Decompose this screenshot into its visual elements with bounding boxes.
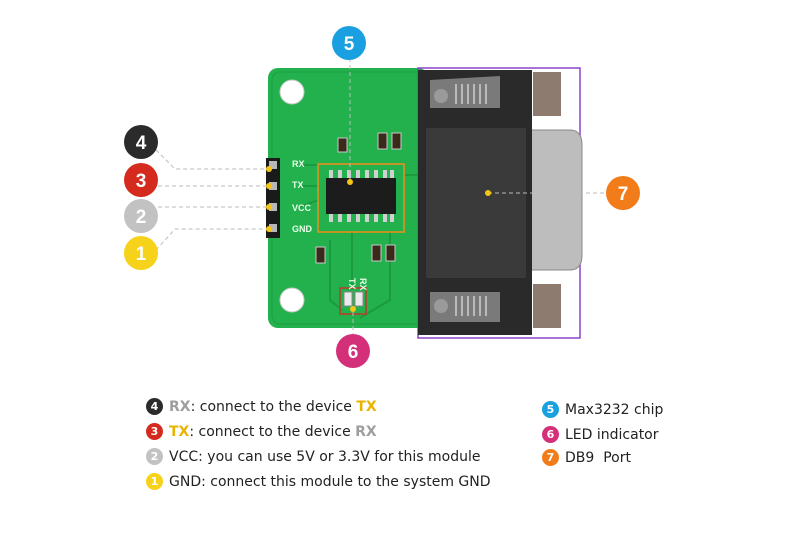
led-label-rx: RX — [358, 278, 368, 291]
callout-7 — [606, 176, 640, 210]
legend-row-vcc: 2 VCC: you can use 5V or 3.3V for this m… — [146, 448, 480, 465]
pin-header — [266, 158, 280, 238]
legend-rx-target: TX — [356, 398, 377, 415]
legend-num-3: 3 — [146, 423, 163, 440]
callout-4 — [124, 125, 158, 159]
leader-lines — [155, 58, 606, 336]
pin-label-gnd: GND — [292, 224, 313, 234]
smd-components — [315, 132, 402, 264]
callout-3 — [124, 163, 158, 197]
legend-gnd-text: GND: connect this module to the system G… — [169, 473, 491, 490]
legend-row-chip: 5 Max3232 chip — [542, 401, 663, 418]
legend-row-rx: 4 RX: connect to the device TX — [146, 398, 377, 415]
legend-rx-text: : connect to the device — [190, 398, 357, 415]
callout-6-label: 6 — [348, 342, 359, 363]
pin-label-rx: RX — [292, 159, 305, 169]
callout-5-label: 5 — [344, 34, 355, 55]
legend-num-1: 1 — [146, 473, 163, 490]
callout-2 — [124, 199, 158, 233]
pin-label-tx: TX — [292, 180, 304, 190]
legend-row-tx: 3 TX: connect to the device RX — [146, 423, 377, 440]
legend-row-gnd: 1 GND: connect this module to the system… — [146, 473, 491, 490]
legend-vcc-text: VCC: you can use 5V or 3.3V for this mod… — [169, 448, 481, 465]
legend-rx-name: RX — [169, 398, 191, 415]
leader-endpoints — [266, 166, 491, 312]
legend-port-text: DB9 Port — [565, 449, 631, 466]
legend-chip-text: Max3232 chip — [565, 401, 664, 418]
legend-tx-text: : connect to the device — [189, 423, 356, 440]
db9-connector — [417, 67, 583, 339]
callout-5 — [332, 26, 366, 60]
callout-7-label: 7 — [618, 184, 629, 205]
callout-1 — [124, 236, 158, 270]
legend-num-7: 7 — [542, 449, 559, 466]
pin-label-vcc: VCC — [292, 203, 312, 213]
callout-3-label: 3 — [136, 171, 147, 192]
legend-num-6: 6 — [542, 426, 559, 443]
legend-num-5: 5 — [542, 401, 559, 418]
legend-tx-name: TX — [169, 423, 190, 440]
callout-6 — [336, 334, 370, 368]
mount-hole-bottom — [279, 287, 305, 313]
legend-row-led: 6 LED indicator — [542, 426, 659, 443]
legend-row-port: 7 DB9 Port — [542, 449, 631, 466]
legend-num-2: 2 — [146, 448, 163, 465]
legend-num-4: 4 — [146, 398, 163, 415]
max3232-chip — [317, 163, 405, 233]
mount-hole-top — [279, 79, 305, 105]
callout-4-label: 4 — [136, 133, 147, 154]
led-label-tx: TX — [347, 278, 357, 290]
chip-highlight-box — [317, 163, 405, 233]
callout-1-label: 1 — [136, 244, 147, 265]
callout-2-label: 2 — [136, 207, 147, 228]
legend-tx-target: RX — [355, 423, 377, 440]
legend-led-text: LED indicator — [565, 426, 659, 443]
